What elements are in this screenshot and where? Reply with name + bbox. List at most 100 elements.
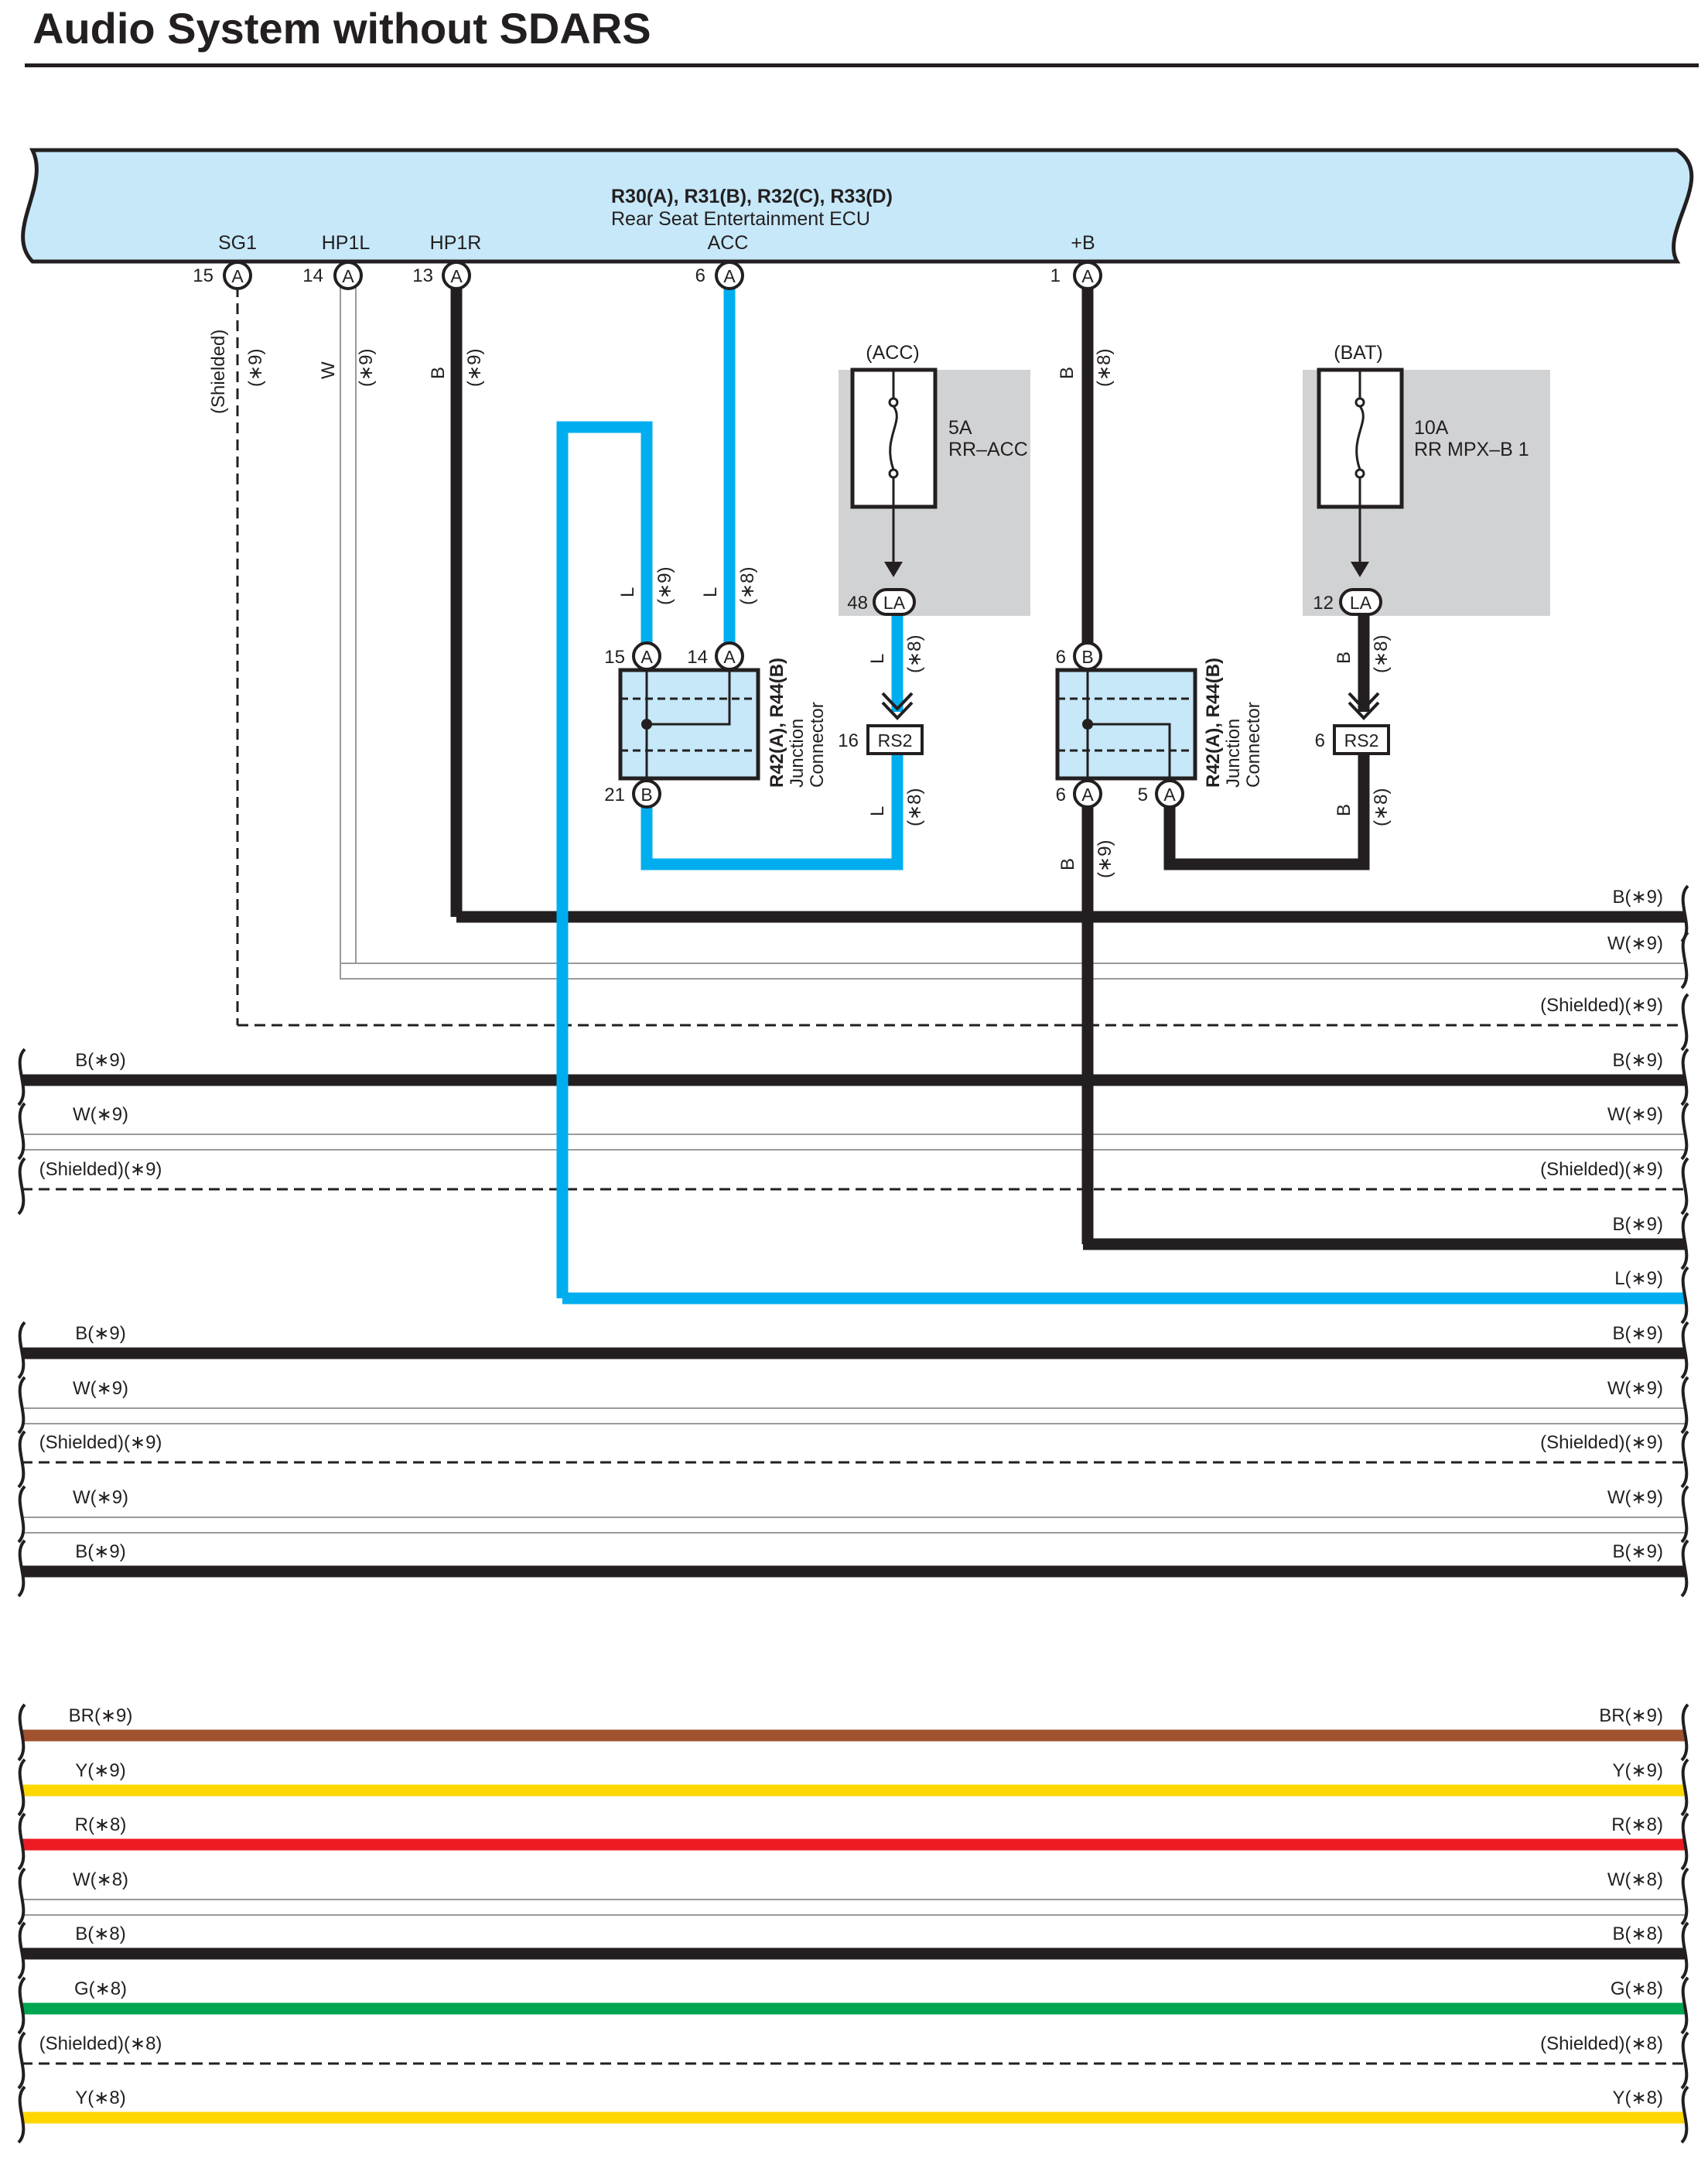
- wire-tag: L: [867, 654, 888, 664]
- wire-tag: (Shielded): [208, 330, 229, 414]
- conn-la-number: 12: [1313, 593, 1334, 614]
- ecu-pin-sg1: SG1 15: [193, 232, 257, 286]
- ecu-pin-label: HP1L: [322, 232, 371, 254]
- wire-break-left: [17, 1812, 26, 1871]
- junction-connector-1: A 15 A 14 B 21 R42(A), R44(B) Junction C…: [604, 641, 828, 809]
- ecu-pin-label: SG1: [218, 232, 257, 254]
- wire-label-right: (Shielded)(∗9): [1540, 1159, 1663, 1180]
- wire-label-left: B(∗9): [75, 1050, 125, 1071]
- wire-break-right: [1680, 1102, 1689, 1161]
- wire-label-left: (Shielded)(∗8): [39, 2033, 162, 2054]
- ecu-pin-label: +B: [1071, 232, 1095, 254]
- wire-tag: (∗8): [1371, 635, 1392, 673]
- wire-break-left: [17, 1703, 26, 1762]
- pin-letter: A: [640, 647, 653, 667]
- conn-la-label: LA: [883, 593, 906, 613]
- pin-letter: A: [450, 266, 463, 286]
- wire-break-left: [17, 1485, 26, 1544]
- wire-label-right: Y(∗8): [1613, 2088, 1663, 2108]
- bus-wire: Y(∗9)Y(∗9): [17, 1758, 1689, 1817]
- pin-number: 15: [604, 647, 625, 668]
- bus-wire: (Shielded)(∗9) (Shielded)(∗9): [17, 1157, 1689, 1216]
- fuse-icon: [1354, 370, 1365, 507]
- wire-tag: L: [700, 587, 721, 597]
- pin-number: 5: [1138, 785, 1148, 805]
- pin-number: 21: [604, 785, 625, 805]
- ecu-pin-hp1r: HP1R 13: [412, 232, 481, 286]
- ecu-pin-number: 15: [193, 265, 214, 286]
- rs2-label: RS2: [878, 730, 913, 751]
- wire-label-right: W(∗9): [1607, 1487, 1663, 1508]
- fuse-group: (BAT): [1334, 342, 1382, 364]
- wire-label-right: W(∗9): [1607, 1378, 1663, 1399]
- jc-pin: A 6: [1056, 779, 1102, 809]
- wire-break-right: [1680, 1048, 1689, 1106]
- bus-wires: B(∗9)W(∗9)(Shielded)(∗9)B(∗9)B(∗9)W(∗9)W…: [17, 884, 1689, 2144]
- bus-wire: W(∗9)W(∗9): [17, 1376, 1689, 1435]
- wire-label-right: (Shielded)(∗8): [1540, 2033, 1663, 2054]
- wire-tag: B: [1057, 858, 1078, 870]
- wire-label-right: W(∗9): [1607, 933, 1663, 954]
- wire-break-right: [1680, 931, 1689, 990]
- wire-tag: (∗8): [904, 635, 925, 673]
- wire-break-left: [17, 1157, 26, 1216]
- ecu-pin-number: 6: [695, 265, 705, 286]
- fuse-group: (ACC): [866, 342, 919, 364]
- wire-tag: (∗8): [737, 567, 758, 605]
- wire-break-left: [17, 1758, 26, 1817]
- ecu-pin-number: 14: [302, 265, 323, 286]
- wire-tag: (∗8): [904, 788, 925, 826]
- wire-break-right: [1680, 1212, 1689, 1270]
- wire-break-left: [17, 1048, 26, 1106]
- wire-break-right: [1680, 1157, 1689, 1216]
- wire-break-right: [1680, 993, 1689, 1052]
- wire-break-right: [1680, 1376, 1689, 1435]
- conn-la-number: 48: [847, 593, 868, 614]
- wire-label-left: (Shielded)(∗9): [39, 1432, 162, 1453]
- wire-break-right: [1680, 1266, 1689, 1325]
- pin-number: 6: [1056, 647, 1066, 668]
- wire-label-left: B(∗8): [75, 1924, 125, 1944]
- wire-label-right: B(∗9): [1613, 1541, 1663, 1562]
- wire-label-left: (Shielded)(∗9): [39, 1159, 162, 1180]
- fuse-acc: (ACC) 5A RR–ACC LA 48: [847, 342, 1028, 616]
- wire-tags: (Shielded) (∗9) W (∗9) B (∗9) B (∗8) L (…: [208, 330, 1392, 878]
- jc-line2: Junction: [1223, 719, 1244, 788]
- ecu-pin-circles: A A A A A: [223, 261, 1102, 290]
- junction-connector-2: B 6 A 6 A 5 R42(A), R44(B) Junction Conn…: [1055, 641, 1264, 809]
- wire-tag: (∗9): [356, 349, 377, 387]
- rs2-number: 6: [1315, 730, 1325, 751]
- wire-jc2-a5: [1163, 749, 1370, 870]
- wire-label-right: B(∗9): [1613, 887, 1663, 908]
- wire-break-right: [1680, 1539, 1689, 1598]
- wire-break-left: [17, 1102, 26, 1161]
- wire-break-left: [17, 1921, 26, 1980]
- wire-break-right: [1680, 1485, 1689, 1544]
- wire-break-left: [17, 1321, 26, 1380]
- wire-tag: B: [428, 367, 449, 379]
- pin-number: 6: [1056, 785, 1066, 805]
- ecu-pin-label: HP1R: [430, 232, 482, 254]
- wire-tag: (∗8): [1094, 349, 1115, 387]
- bus-wire: B(∗9)B(∗9): [17, 1321, 1689, 1380]
- bus-wire: R(∗8)R(∗8): [17, 1812, 1689, 1871]
- wire-label-left: Y(∗9): [75, 1760, 125, 1781]
- bus-wire: Y(∗8)Y(∗8): [17, 2085, 1689, 2144]
- wire-break-right: [1680, 1921, 1689, 1980]
- wire-break-left: [17, 1376, 26, 1435]
- bus-wire: B(∗8)B(∗8): [17, 1921, 1689, 1980]
- pin-letter: B: [640, 785, 652, 805]
- bus-wire: (Shielded)(∗8) (Shielded)(∗8): [17, 2031, 1689, 2090]
- conn-la: [1339, 588, 1382, 616]
- pin-letter: A: [723, 266, 736, 286]
- pin-number: 14: [687, 647, 708, 668]
- ecu-pin-hp1l: HP1L 14: [302, 232, 370, 286]
- bus-wire: (Shielded)(∗9)(Shielded)(∗9): [17, 1430, 1689, 1489]
- fuse-name: RR MPX–B 1: [1414, 439, 1529, 460]
- wire-break-right: [1680, 2031, 1689, 2090]
- bus-wire: W(∗9): [340, 931, 1689, 990]
- double-chevron-icon: [881, 692, 914, 720]
- pin-letter: A: [723, 647, 736, 667]
- ecu-pin-number: 1: [1050, 265, 1061, 286]
- ecu-pin-plus-b: +B 1: [1050, 232, 1095, 286]
